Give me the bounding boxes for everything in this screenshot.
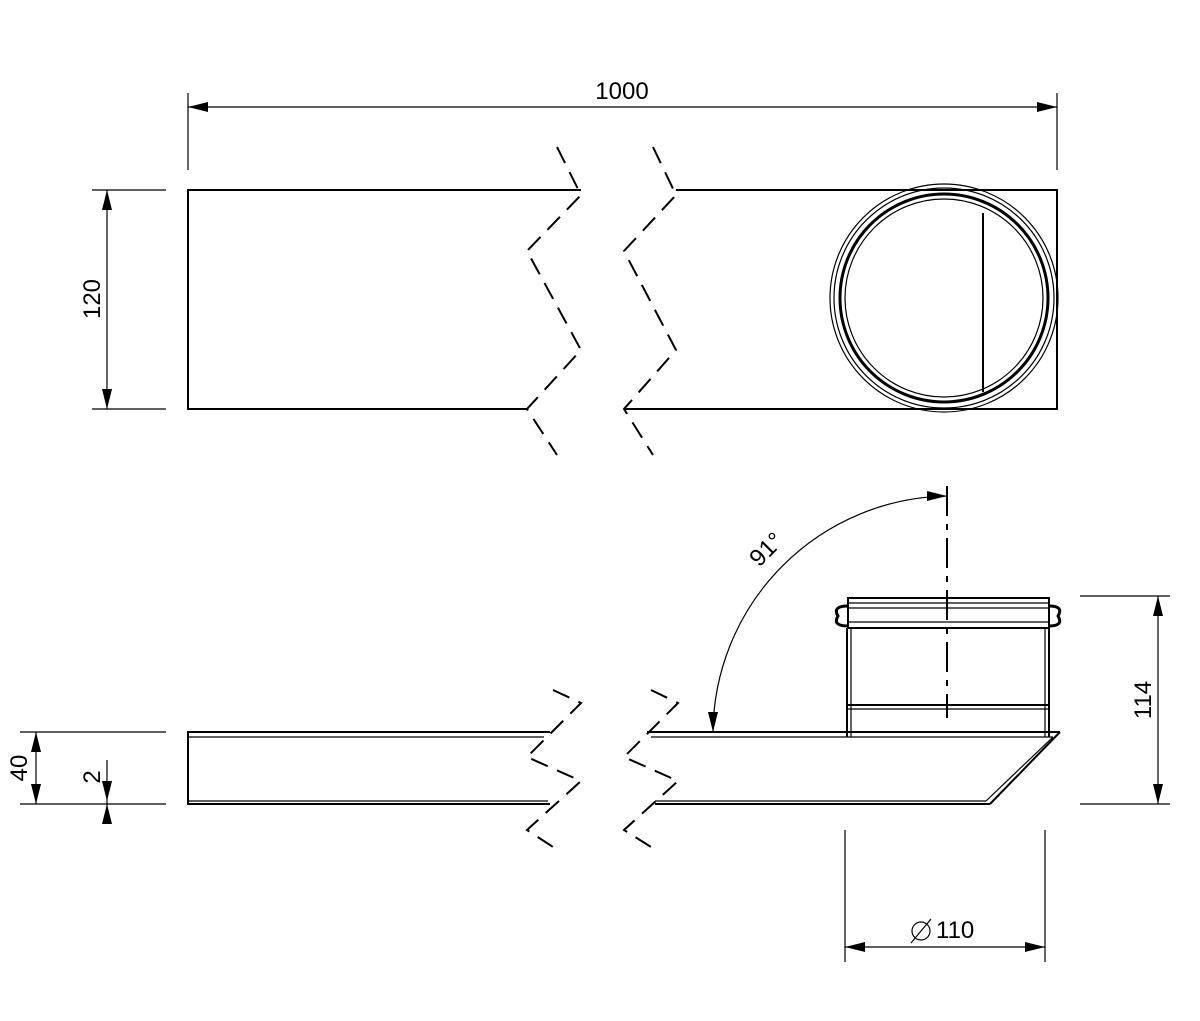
top-view-left-body bbox=[187, 189, 581, 410]
dimension-side-height-label: 40 bbox=[6, 755, 33, 782]
dimension-side-height: 40 bbox=[6, 731, 166, 805]
dimension-overall-length: 1000 bbox=[187, 78, 1058, 170]
dimension-top-width: 120 bbox=[79, 189, 166, 410]
dimension-overall-length-label: 1000 bbox=[595, 78, 648, 105]
dimension-outlet-diameter-label: 110 bbox=[936, 917, 974, 944]
outlet-spigot bbox=[834, 597, 1062, 737]
dimension-outlet-height-label: 114 bbox=[1130, 681, 1157, 719]
side-view-right-body bbox=[647, 731, 1061, 805]
break-line-left bbox=[525, 146, 583, 456]
dimension-outlet-diameter: 110 bbox=[844, 830, 1046, 962]
dimension-wall-thickness: 2 bbox=[79, 760, 112, 824]
top-view-right-body bbox=[624, 189, 1058, 410]
side-break-line-right bbox=[622, 689, 680, 848]
outlet-circle bbox=[829, 183, 1059, 413]
dimension-wall-thickness-label: 2 bbox=[79, 770, 106, 783]
dimension-top-width-label: 120 bbox=[79, 279, 106, 319]
break-line-right bbox=[622, 146, 678, 456]
dimension-outlet-height: 114 bbox=[1080, 595, 1170, 805]
dimension-outlet-angle: 91° bbox=[708, 491, 948, 733]
side-break-line-left bbox=[525, 689, 583, 848]
side-view-left-body bbox=[187, 731, 550, 805]
diameter-icon bbox=[910, 918, 932, 944]
side-view: 91° 114 40 2 bbox=[6, 486, 1170, 962]
top-view: 1000 120 bbox=[79, 78, 1059, 456]
